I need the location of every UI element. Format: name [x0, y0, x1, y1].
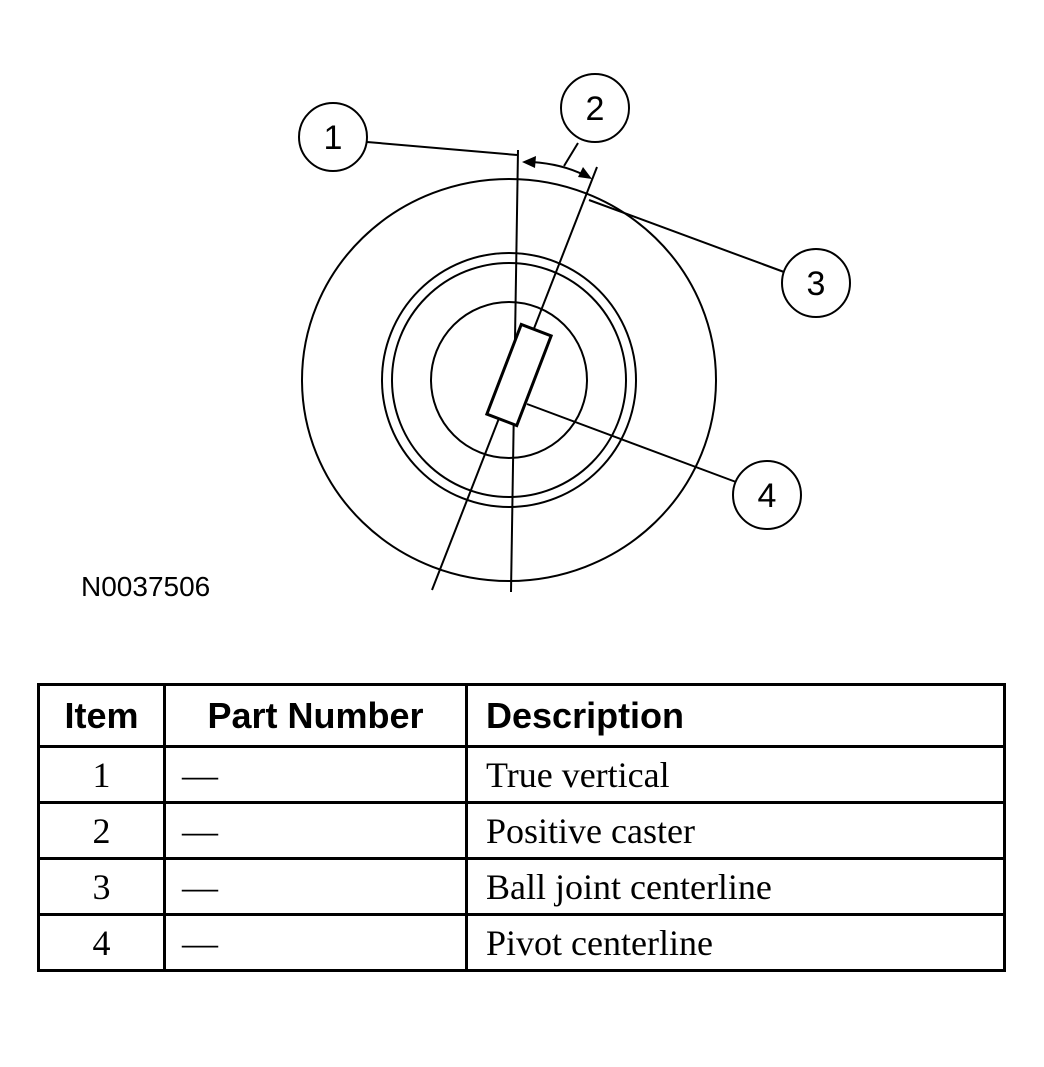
cell-part-number: —: [163, 801, 468, 860]
leader-line-2: [563, 142, 579, 167]
hub-circle: [430, 301, 588, 459]
callout-circle-4: [732, 460, 802, 530]
legend-table: Item Part Number Description 1 — True ve…: [37, 683, 1006, 972]
table-header-row: Item Part Number Description: [37, 683, 1006, 748]
header-description: Description: [465, 683, 1006, 748]
callout-circle-1: [298, 102, 368, 172]
rim-outer-ring: [381, 252, 637, 508]
cell-description: Positive caster: [465, 801, 1006, 860]
arc-arrowhead-left: [522, 156, 536, 168]
cell-part-number: —: [163, 857, 468, 916]
callout-label-3: 3: [807, 265, 826, 303]
table-row: 4 — Pivot centerline: [37, 913, 1006, 972]
figure-code: N0037506: [81, 571, 210, 602]
caster-diagram: 1 2 3 4 N0037506: [81, 73, 851, 602]
callout-circle-3: [781, 248, 851, 318]
callout-label-2: 2: [586, 90, 605, 128]
leader-line-4: [526, 403, 737, 483]
knuckle-rectangle: [484, 322, 554, 428]
callout-circle-2: [560, 73, 630, 143]
cell-description: Pivot centerline: [465, 913, 1006, 972]
cell-part-number: —: [163, 745, 468, 804]
caster-angle-arc: [531, 161, 585, 176]
table-row: 1 — True vertical: [37, 745, 1006, 804]
cell-part-number: —: [163, 913, 468, 972]
callout-label-1: 1: [324, 119, 343, 157]
leader-line-3: [588, 199, 785, 273]
table-row: 3 — Ball joint centerline: [37, 857, 1006, 916]
cell-description: Ball joint centerline: [465, 857, 1006, 916]
cell-item: 2: [37, 801, 166, 860]
arc-arrowhead-right: [578, 167, 592, 179]
leader-line-1: [366, 141, 518, 156]
table-row: 2 — Positive caster: [37, 801, 1006, 860]
cell-description: True vertical: [465, 745, 1006, 804]
cell-item: 4: [37, 913, 166, 972]
callout-label-4: 4: [758, 477, 777, 515]
tire-outer-outline: [301, 178, 717, 582]
header-part-number: Part Number: [163, 683, 468, 748]
cell-item: 1: [37, 745, 166, 804]
rim-inner-ring: [391, 262, 627, 498]
header-item: Item: [37, 683, 166, 748]
cell-item: 3: [37, 857, 166, 916]
